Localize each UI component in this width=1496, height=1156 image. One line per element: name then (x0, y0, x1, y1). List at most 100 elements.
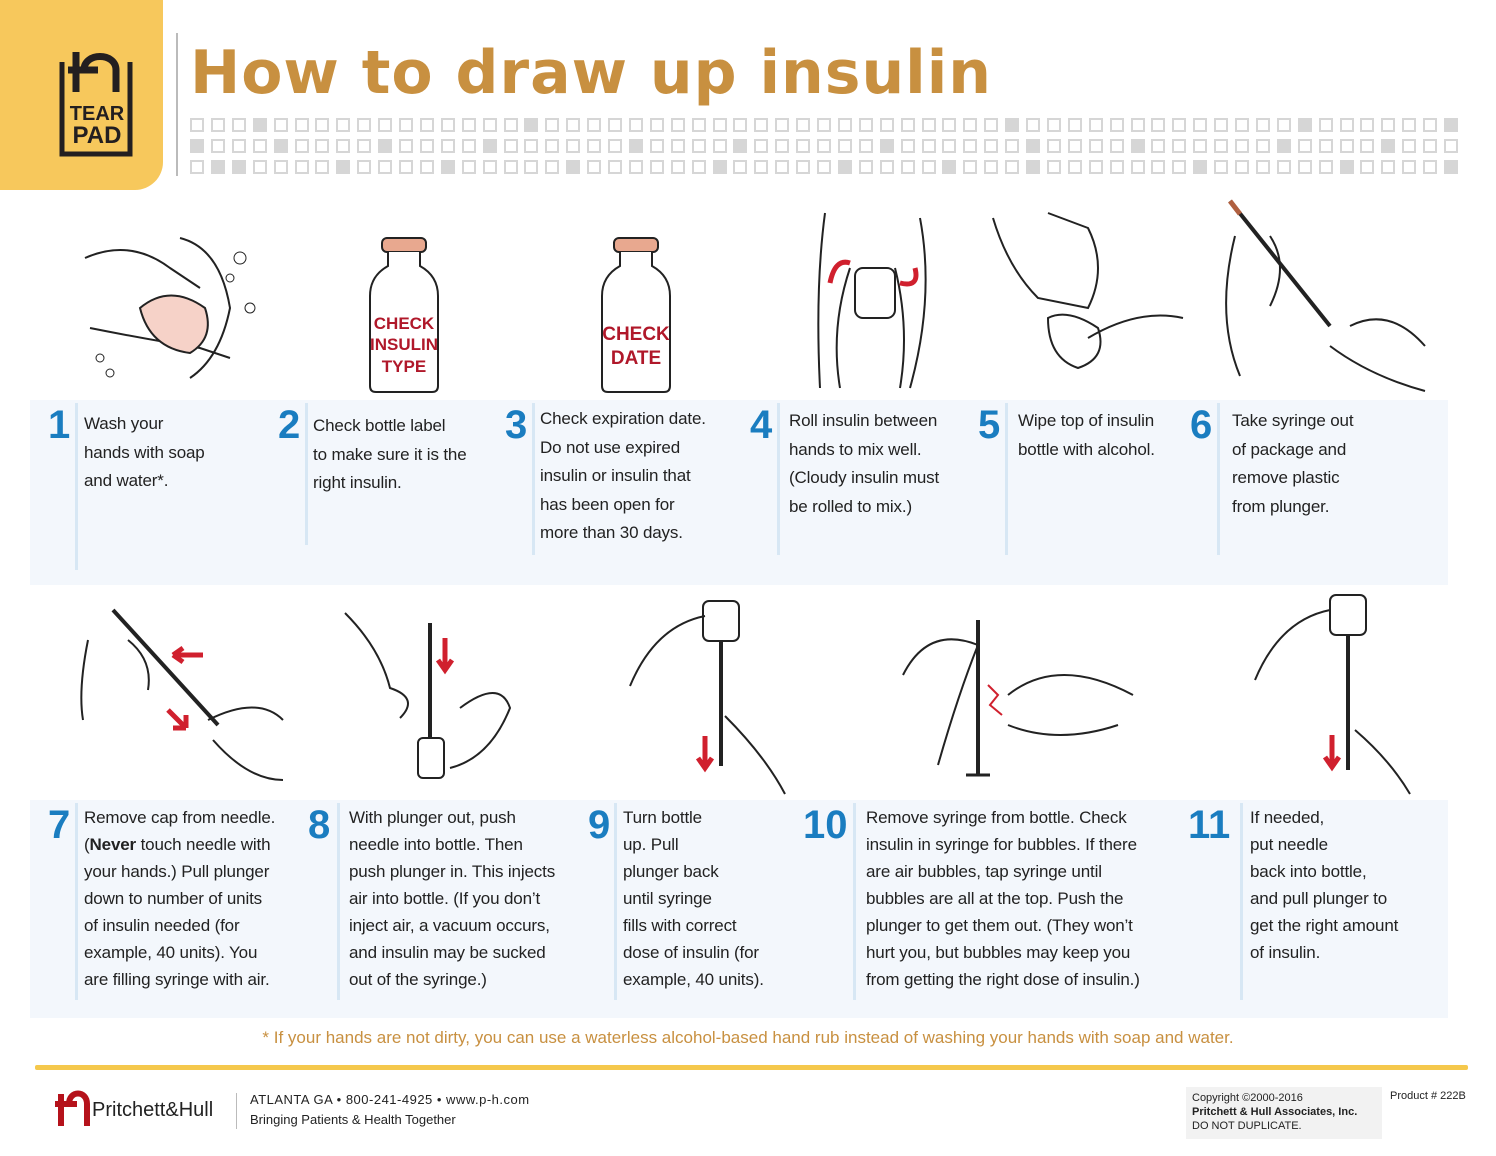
remove-needle-cap-illustration (80, 608, 284, 781)
decorative-square (921, 118, 936, 132)
decorative-square (1235, 118, 1249, 132)
decorative-square (858, 118, 873, 132)
decorative-square (817, 160, 831, 174)
decorative-square (440, 118, 455, 132)
decorative-square (733, 118, 748, 132)
decorative-square (879, 118, 894, 132)
decorative-square (1172, 139, 1187, 153)
decorative-square (1444, 139, 1458, 153)
step-text: If needed, put needle back into bottle, … (1250, 808, 1399, 962)
decorative-square (879, 139, 894, 153)
decorative-square (419, 139, 434, 153)
decorative-square (231, 118, 246, 132)
decorative-square (1276, 139, 1291, 153)
decorative-square (1381, 160, 1396, 174)
step-text-emphasis: Never (89, 835, 137, 854)
decorative-square (900, 139, 915, 153)
decorative-square (796, 160, 811, 174)
copyright-owner: Pritchett & Hull Associates, Inc. (1192, 1106, 1358, 1118)
decorative-square (210, 118, 225, 132)
decorative-square (315, 160, 330, 174)
decorative-square (378, 139, 393, 153)
decorative-square (399, 139, 413, 153)
decorative-square (587, 118, 602, 132)
decorative-square (273, 118, 288, 132)
decorative-square (1402, 160, 1417, 174)
step-number: 3 (505, 403, 528, 447)
decorative-square (252, 118, 267, 132)
decorative-square (754, 139, 769, 153)
decorative-square (1214, 160, 1229, 174)
decorative-square (796, 118, 811, 132)
decorative-square (858, 139, 873, 153)
decorative-square (628, 118, 643, 132)
decorative-square (712, 139, 727, 153)
decorative-square (315, 118, 330, 132)
step-divider (1240, 803, 1243, 1000)
decorative-square (1005, 118, 1020, 132)
step-number: 10 (803, 803, 848, 847)
decorative-square (1193, 118, 1208, 132)
decorative-square (649, 160, 664, 174)
decorative-square (252, 139, 267, 153)
step-divider (853, 803, 856, 1000)
tap-bubbles-illustration (902, 620, 1134, 777)
step-number: 2 (278, 403, 301, 447)
decorative-square (1360, 118, 1375, 132)
step-divider (777, 403, 780, 555)
step-text: Take syringe out of package and remove p… (1232, 411, 1354, 516)
decorative-square (1067, 160, 1082, 174)
company-contact[interactable]: ATLANTA GA • 800-241-4925 • www.p-h.com (250, 1092, 530, 1107)
decorative-square (649, 118, 664, 132)
step-text: Wash your hands with soap and water*. (84, 414, 205, 490)
decorative-square (503, 139, 518, 153)
decorative-square (963, 118, 978, 132)
decorative-square (1423, 160, 1438, 174)
step-number: 4 (750, 403, 773, 447)
decorative-square (1046, 118, 1061, 132)
footer-separator (236, 1093, 237, 1129)
decorative-square (419, 118, 434, 132)
decorative-square (1193, 160, 1208, 174)
step-divider (305, 403, 308, 545)
decorative-square (587, 139, 602, 153)
step-divider (1217, 403, 1220, 555)
decorative-square (399, 118, 413, 132)
decorative-square (900, 118, 915, 132)
decorative-square (336, 139, 351, 153)
step-text: Remove syringe from bottle. Check insuli… (866, 808, 1140, 989)
decorative-square (942, 139, 957, 153)
company-tagline: Bringing Patients & Health Together (250, 1112, 456, 1127)
decorative-square (336, 160, 351, 174)
step-text: Check bottle label to make sure it is th… (313, 416, 467, 492)
decorative-square (210, 160, 225, 174)
step-number: 9 (588, 803, 611, 847)
decorative-square (1423, 118, 1438, 132)
decorative-square (1067, 118, 1082, 132)
decorative-square (378, 160, 393, 174)
decorative-square (566, 118, 581, 132)
decorative-square (754, 160, 769, 174)
decorative-square (1235, 160, 1249, 174)
step-divider (614, 803, 617, 1000)
decorative-square (608, 118, 622, 132)
decorative-square (1046, 160, 1061, 174)
header-divider (176, 33, 178, 176)
decorative-square (1402, 139, 1417, 153)
insulin-bottle-check-type-illustration: CHECK INSULIN TYPE (369, 237, 439, 393)
decorative-square (273, 139, 288, 153)
decorative-square (733, 139, 748, 153)
step-number: 7 (48, 803, 71, 847)
decorative-square (1423, 139, 1438, 153)
decorative-square (1172, 160, 1187, 174)
hand-washing-illustration (84, 237, 256, 379)
rolling-bottle-illustration (817, 212, 927, 389)
decorative-square (1026, 139, 1040, 153)
bottle-label-line: DATE (611, 348, 661, 369)
draw-insulin-illustration (629, 600, 786, 795)
decorative-square (837, 160, 852, 174)
decorative-square (482, 139, 497, 153)
decorative-square (649, 139, 664, 153)
decorative-square (440, 139, 455, 153)
step-text: Turn bottle up. Pull plunger back until … (623, 808, 764, 989)
